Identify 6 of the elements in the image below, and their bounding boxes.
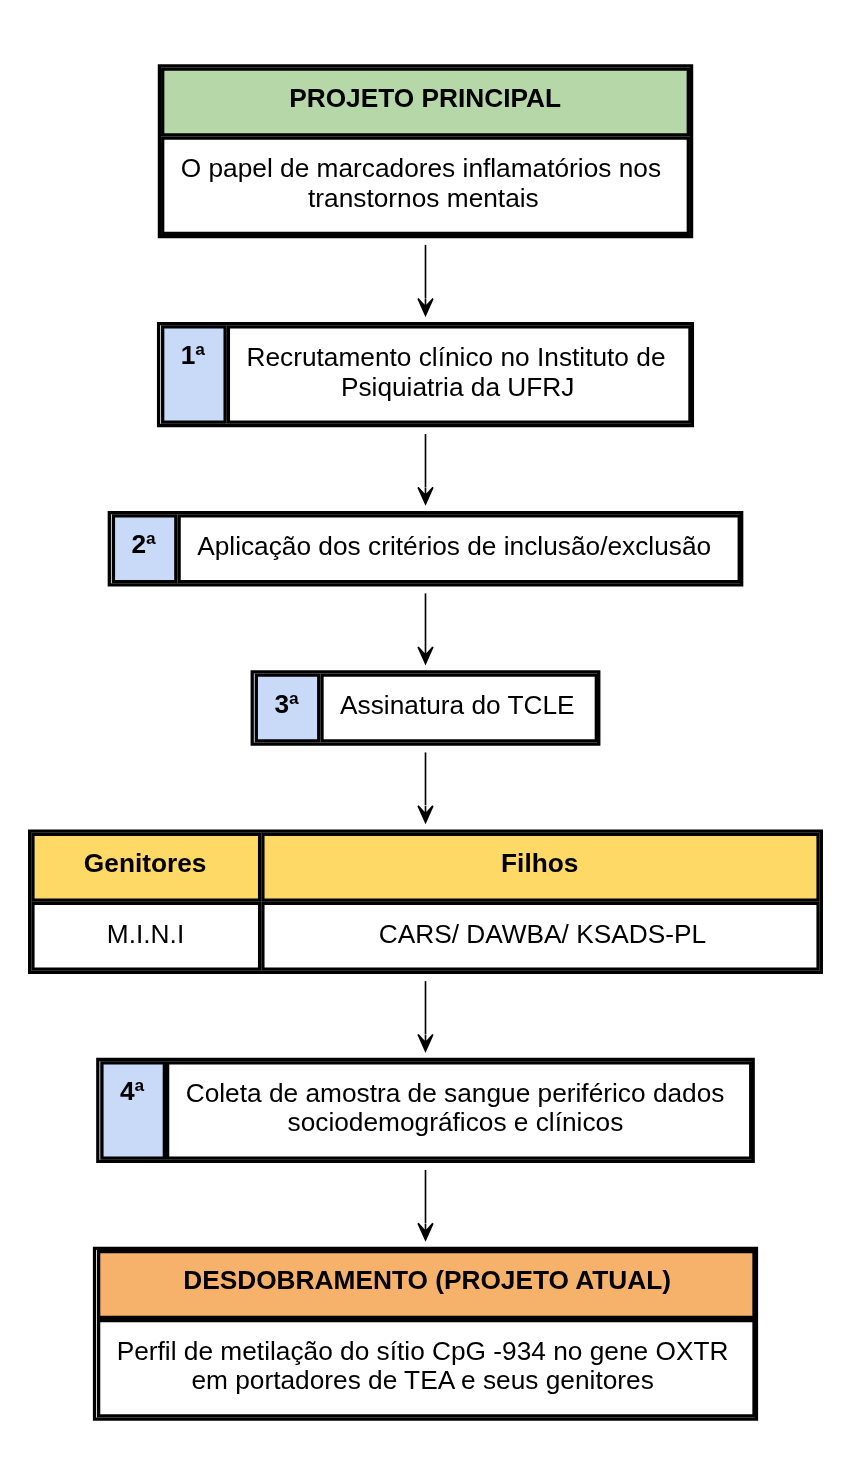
arrow (417, 243, 434, 316)
arrow (417, 751, 434, 823)
arrow (417, 979, 434, 1052)
arrow (417, 432, 434, 505)
arrow (417, 1168, 434, 1241)
arrow (417, 592, 434, 664)
